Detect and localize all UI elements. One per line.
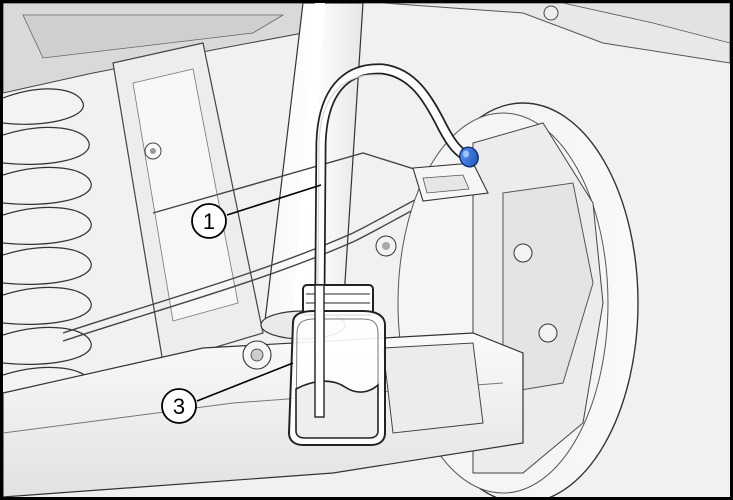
coil-spring [3,88,92,405]
bleeder-valve-cap [459,146,479,168]
bleeder-hose [313,63,475,419]
fluid-catch-bottle [287,284,386,446]
callout-3: 3 [161,362,294,424]
callout-1: 1 [191,184,322,239]
callout-3-label: 3 [173,394,185,419]
wheel-cylinder [412,162,489,202]
brake-bleeding-illustration: 1 3 [3,3,730,497]
callout-1-label: 1 [203,209,215,234]
axle-beam [3,332,524,497]
